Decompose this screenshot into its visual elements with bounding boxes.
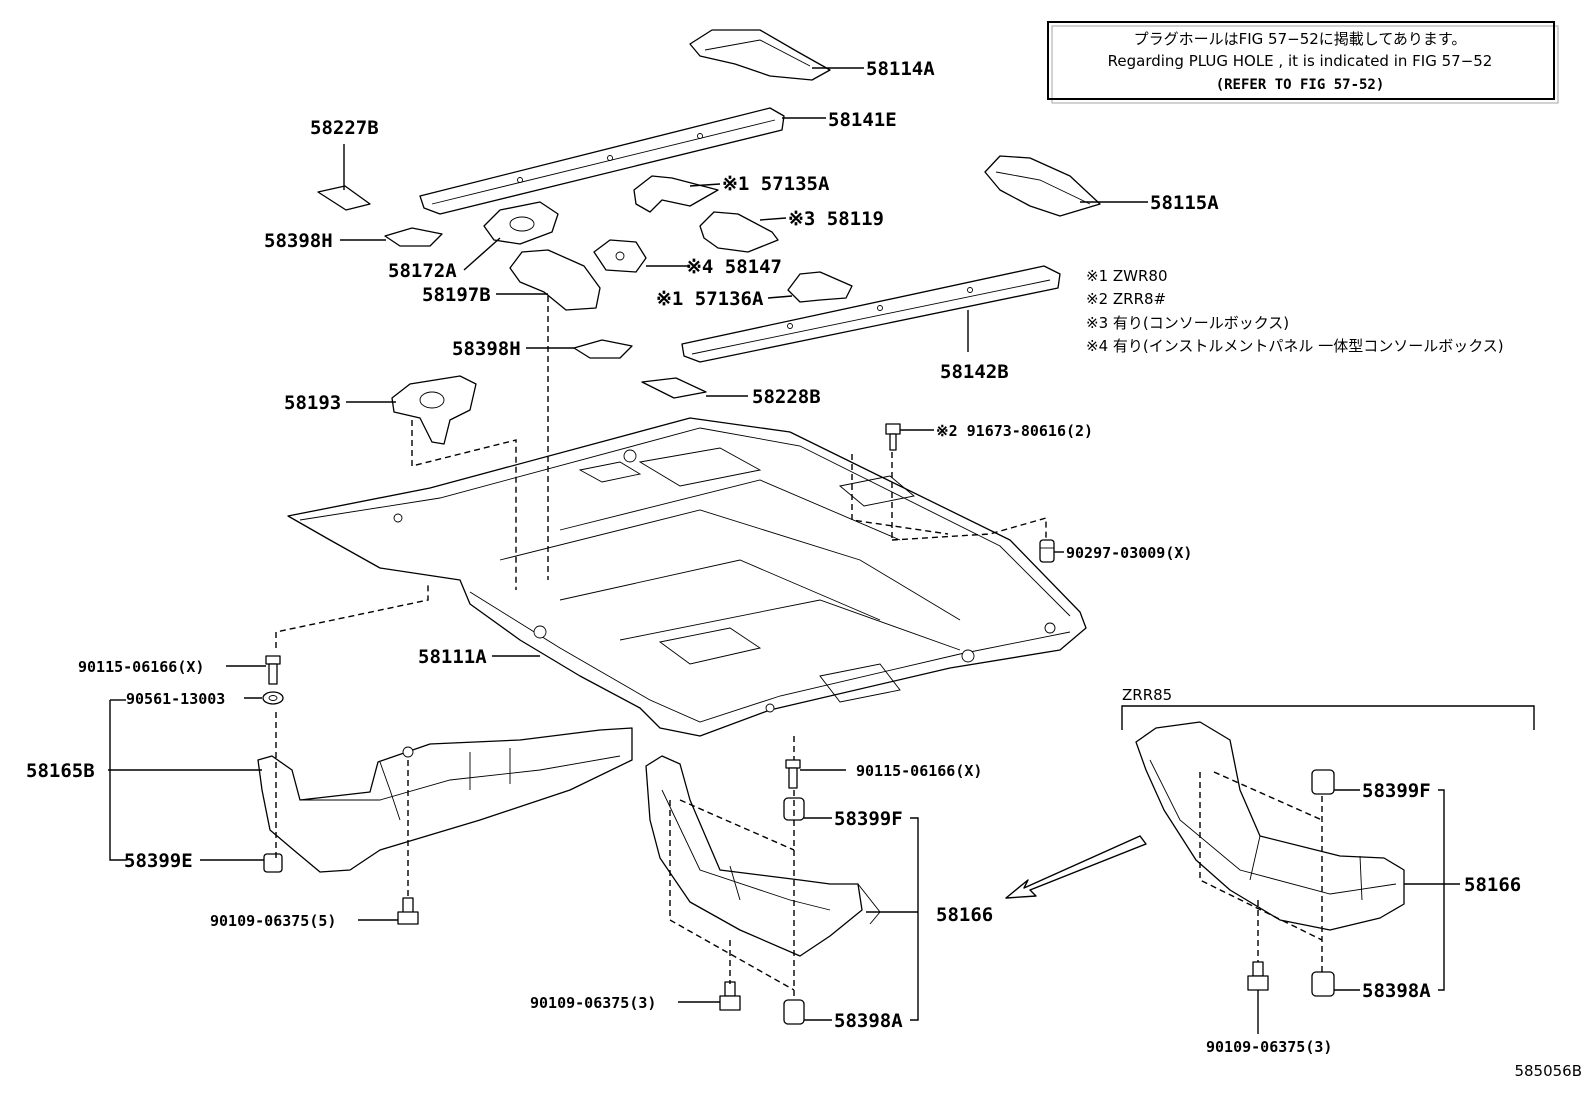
notice-line-en: Regarding PLUG HOLE , it is indicated in… [1108, 52, 1493, 70]
label-90109-06375-5: 90109-06375(5) [210, 912, 336, 930]
label-58141E: 58141E [828, 109, 897, 131]
alignment-lines [275, 296, 1323, 1000]
part-58114A-drawing [689, 29, 831, 81]
notice-line-jp: プラグホールはFIG 57−52に掲載してあります。 [1134, 30, 1467, 48]
leader-lines [108, 67, 1460, 1034]
part-58228B-drawing [641, 377, 707, 399]
label-90561-13003: 90561-13003 [126, 690, 225, 708]
label-58114A: 58114A [866, 58, 935, 80]
label-58172A: 58172A [388, 260, 457, 282]
label-58228B: 58228B [752, 386, 821, 408]
label-58147: ※4 58147 [686, 256, 782, 278]
fastener-91673 [885, 423, 901, 451]
part-58166-right-drawing [1135, 721, 1405, 931]
footnote-4: ※4 有り(インストルメントパネル 一体型コンソールボックス) [1086, 337, 1504, 355]
label-91673-80616: ※2 91673-80616(2) [936, 422, 1093, 440]
fastener-90561 [262, 691, 284, 705]
label-58398H-mid: 58398H [452, 338, 521, 360]
part-labels: 58114A 58141E 58227B ※1 57135A 58115A ※3… [26, 58, 1521, 1056]
illustration-id: 585056B [1514, 1062, 1582, 1080]
label-58399F-right: 58399F [1362, 780, 1431, 802]
label-58142B: 58142B [940, 361, 1009, 383]
fastener-90109-5 [397, 897, 419, 925]
label-90115-06166-mid: 90115-06166(X) [856, 762, 982, 780]
label-90109-06375-3-mid: 90109-06375(3) [530, 994, 656, 1012]
part-58147-drawing [593, 239, 647, 273]
label-90115-06166-left: 90115-06166(X) [78, 658, 204, 676]
plug-hole-notice: プラグホールはFIG 57−52に掲載してあります。 Regarding PLU… [1047, 21, 1559, 104]
part-58227B-drawing [317, 185, 371, 211]
footnote-2: ※2 ZRR8# [1086, 290, 1166, 308]
part-58398H-mid-drawing [573, 339, 633, 359]
label-58193: 58193 [284, 392, 341, 414]
label-58398H-top: 58398H [264, 230, 333, 252]
label-58398A-right: 58398A [1362, 980, 1431, 1002]
part-58142B-drawing [681, 265, 1061, 363]
fastener-58398A-right [1311, 971, 1335, 997]
label-90297-03009: 90297-03009(X) [1066, 544, 1192, 562]
fastener-58399F-right [1311, 769, 1335, 795]
label-58166-mid: 58166 [936, 904, 993, 926]
label-58166-right: 58166 [1464, 874, 1521, 896]
part-58193-drawing [391, 375, 477, 445]
label-zrr85: ZRR85 [1122, 686, 1172, 704]
direction-arrow [1005, 835, 1147, 899]
part-58119-drawing [699, 211, 779, 253]
part-58165B-drawing [257, 727, 633, 873]
label-58197B: 58197B [422, 284, 491, 306]
fastener-58398A-mid [783, 999, 805, 1025]
model-footnotes: ※1 ZWR80 ※2 ZRR8# ※3 有り(コンソールボックス) ※4 有り… [1086, 267, 1504, 355]
fastener-90297 [1039, 539, 1055, 563]
part-58172A-drawing [483, 201, 559, 245]
label-58227B: 58227B [310, 117, 379, 139]
label-58115A: 58115A [1150, 192, 1219, 214]
label-58119: ※3 58119 [788, 208, 884, 230]
footnote-3: ※3 有り(コンソールボックス) [1086, 314, 1289, 332]
label-58399F-mid: 58399F [834, 808, 903, 830]
label-57136A: ※1 57136A [656, 288, 764, 310]
label-58399E: 58399E [124, 850, 193, 872]
label-58398A-mid: 58398A [834, 1010, 903, 1032]
part-57135A-drawing [633, 175, 719, 213]
part-58141E-drawing [419, 107, 785, 215]
part-58115A-drawing [984, 155, 1101, 217]
fastener-90109-3-right [1247, 961, 1269, 991]
label-58111A: 58111A [418, 646, 487, 668]
label-58165B: 58165B [26, 760, 95, 782]
part-58398H-top-drawing [384, 227, 443, 247]
part-58166-mid-drawing [645, 755, 881, 957]
notice-line-ref: (REFER TO FIG 57-52) [1216, 77, 1385, 93]
part-58197B-drawing [509, 249, 601, 311]
part-57136A-drawing [787, 271, 853, 303]
label-57135A: ※1 57135A [722, 173, 830, 195]
fastener-90109-3-mid [719, 981, 741, 1011]
part-58111A-drawing [287, 417, 1087, 737]
fastener-90115-left [265, 655, 281, 685]
fastener-90115-mid [785, 759, 801, 789]
footnote-1: ※1 ZWR80 [1086, 267, 1168, 285]
zrr85-bracket [1121, 705, 1535, 730]
fastener-58399E [263, 853, 283, 873]
label-90109-06375-3-right: 90109-06375(3) [1206, 1038, 1332, 1056]
